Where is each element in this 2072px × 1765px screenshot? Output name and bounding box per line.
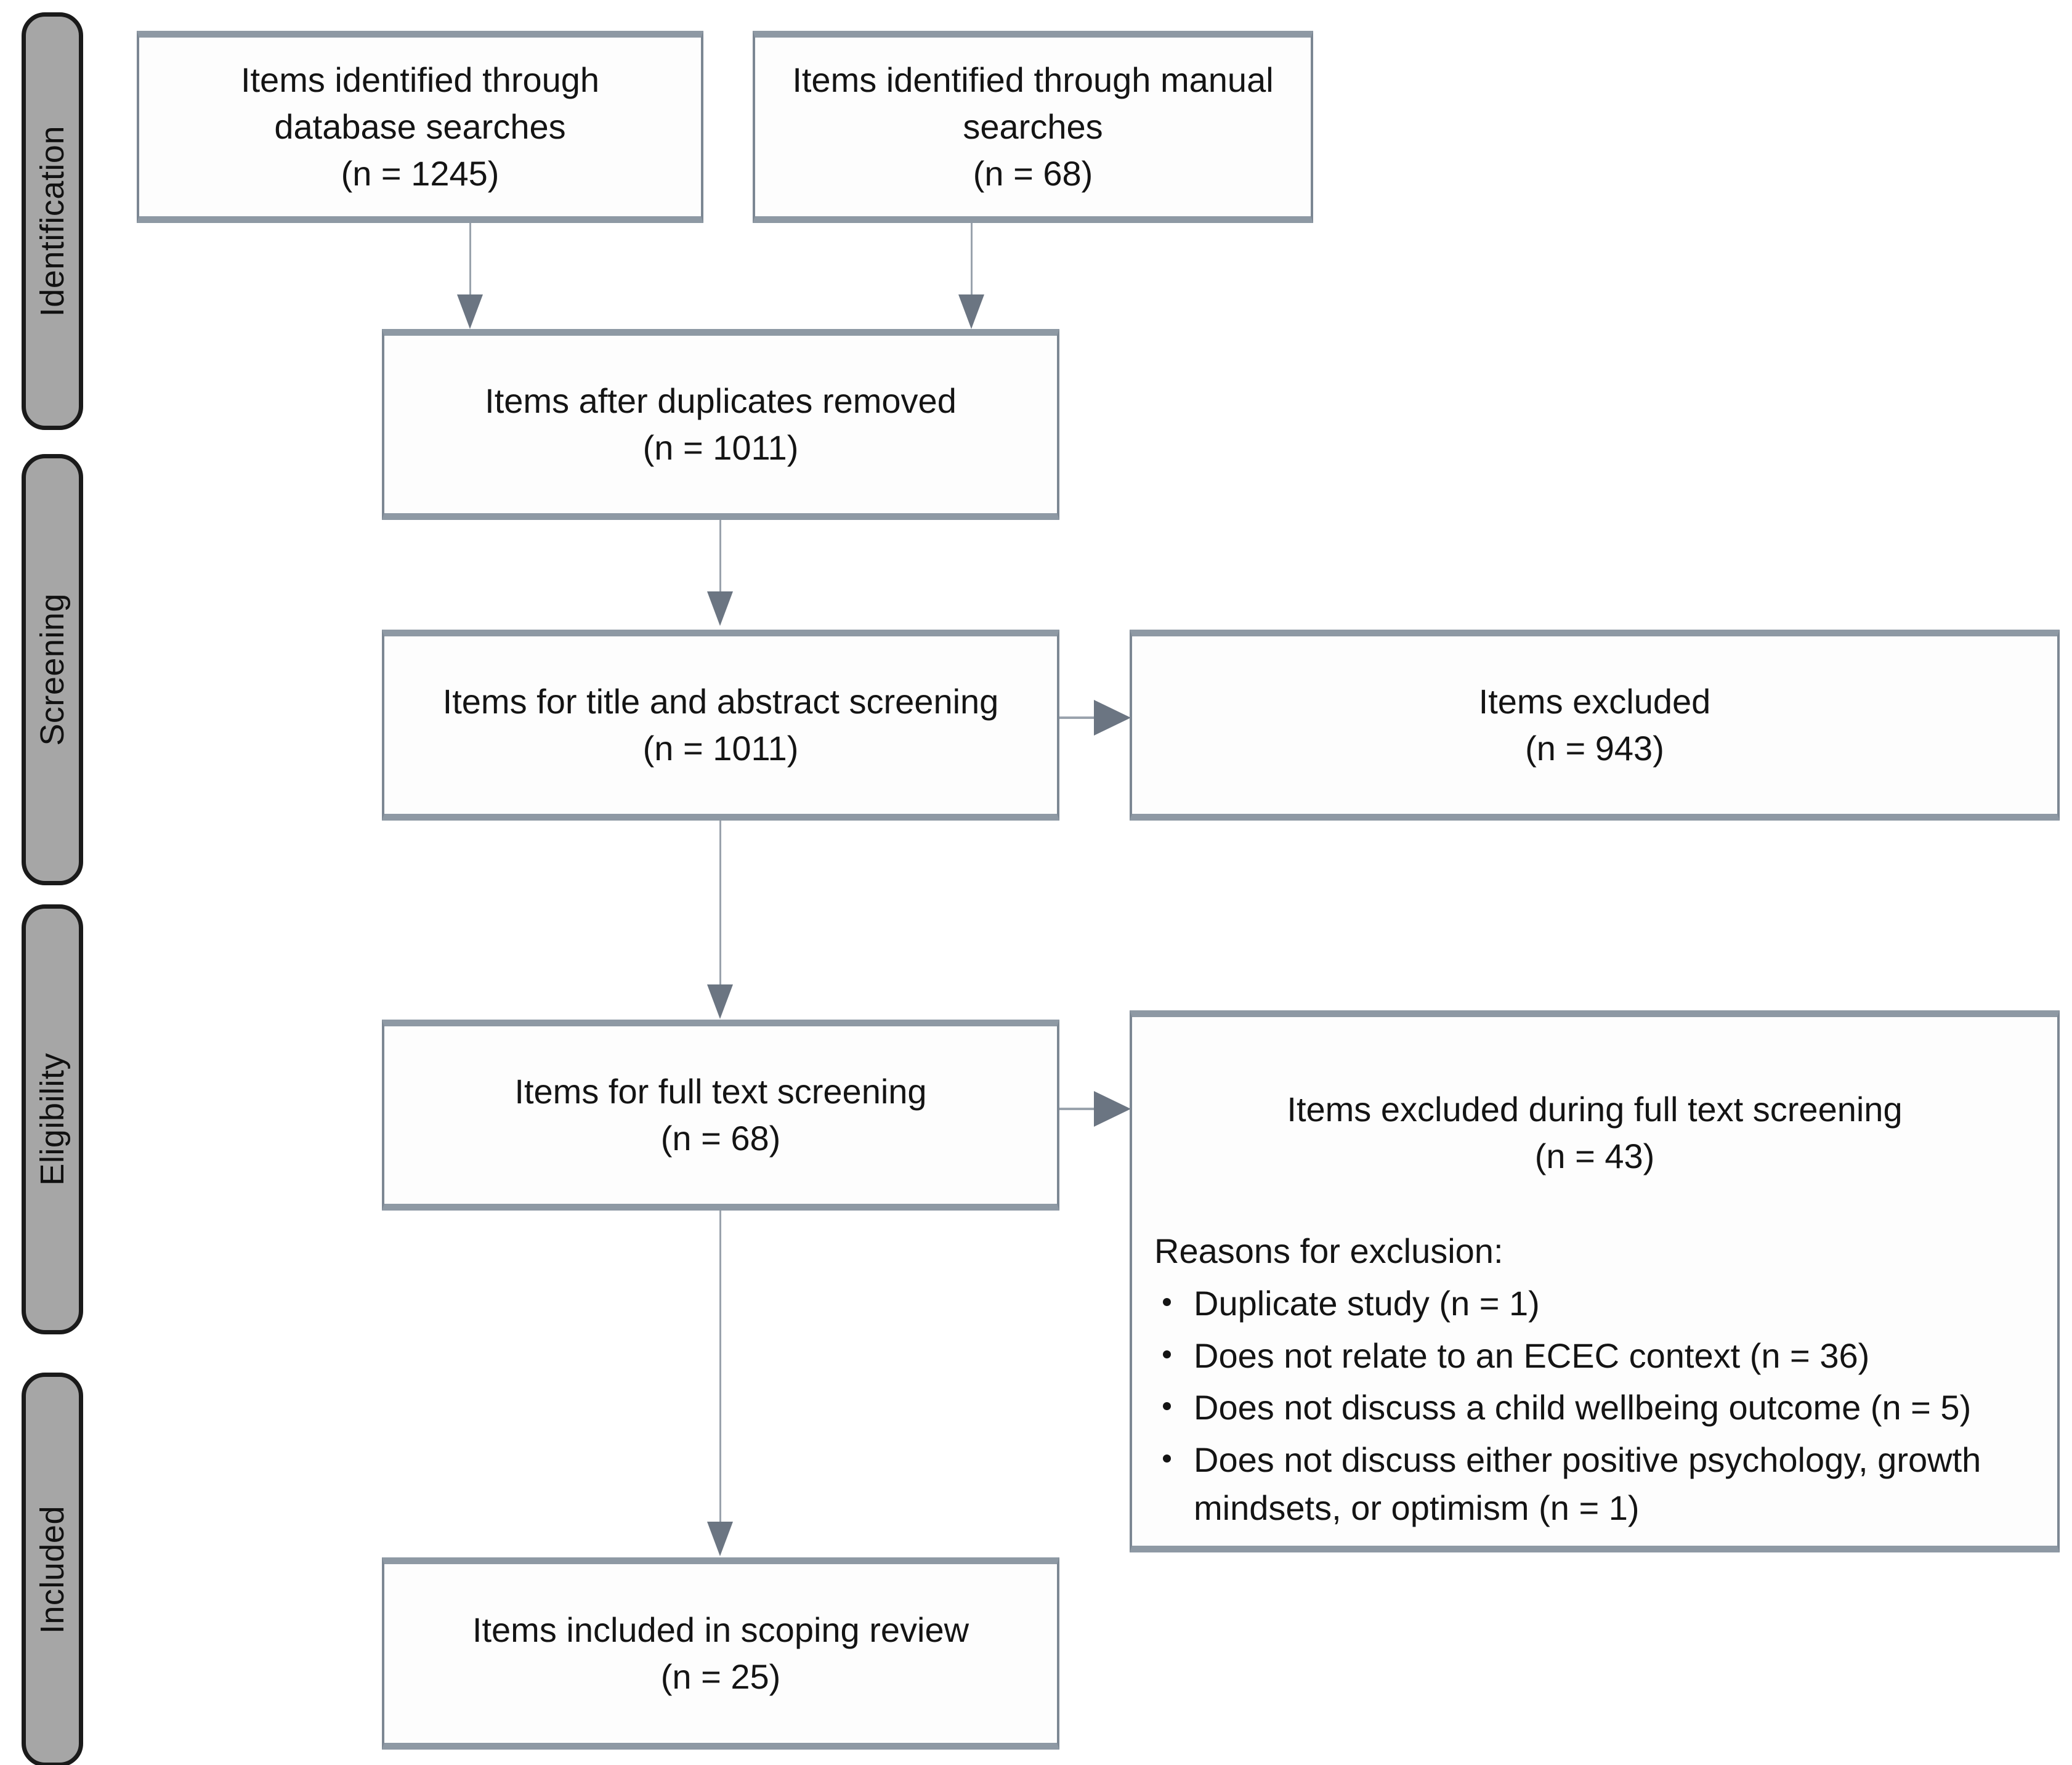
arrowhead-screening-to-excluded xyxy=(1094,700,1131,736)
exclusion-reason-text: Does not relate to an ECEC context (n = … xyxy=(1194,1336,1870,1375)
arrowhead-manual-to-duplicates xyxy=(958,294,984,329)
box-database-searches: Items identified through database search… xyxy=(137,31,703,223)
box-title-abstract-screening-text: Items for title and abstract screening xyxy=(442,681,999,721)
stage-label-eligibility: Eligibility xyxy=(34,1053,71,1186)
box-included-scoping-review-text: Items included in scoping review xyxy=(472,1610,969,1649)
stage-band-eligibility: Eligibility xyxy=(22,904,83,1334)
exclusion-reason-text: Does not discuss either positive psychol… xyxy=(1194,1440,1981,1528)
box-manual-searches: Items identified through manual searches… xyxy=(753,31,1313,223)
box-included-scoping-review-count: (n = 25) xyxy=(660,1657,781,1696)
stage-band-screening: Screening xyxy=(22,454,83,885)
bullet-icon xyxy=(1163,1454,1171,1463)
exclusion-reasons-title: Reasons for exclusion: xyxy=(1154,1231,1503,1271)
box-excluded-full-text: Items excluded during full text screenin… xyxy=(1130,1010,2060,1552)
connector-database-to-duplicates xyxy=(469,223,471,309)
box-excluded-full-text-text: Items excluded during full text screenin… xyxy=(1287,1090,1903,1129)
bullet-icon xyxy=(1163,1298,1171,1307)
box-manual-searches-count: (n = 68) xyxy=(973,154,1093,193)
box-items-excluded-count: (n = 943) xyxy=(1525,729,1664,768)
connector-screening-to-excluded xyxy=(1059,716,1096,719)
stage-band-identification: Identification xyxy=(22,12,83,430)
box-duplicates-removed-count: (n = 1011) xyxy=(642,428,799,467)
box-full-text-screening-text: Items for full text screening xyxy=(514,1071,927,1111)
box-database-searches-text: Items identified through database search… xyxy=(240,60,600,146)
stage-label-identification: Identification xyxy=(34,125,71,317)
exclusion-reason-item: Does not relate to an ECEC context (n = … xyxy=(1154,1332,2057,1380)
box-items-excluded-text: Items excluded xyxy=(1478,681,1711,721)
box-full-text-screening-count: (n = 68) xyxy=(660,1119,781,1158)
arrowhead-duplicates-to-screening xyxy=(707,591,733,626)
exclusion-reason-item: Duplicate study (n = 1) xyxy=(1154,1280,2057,1328)
bullet-icon xyxy=(1163,1350,1171,1358)
stage-label-included: Included xyxy=(34,1505,71,1634)
arrowhead-fulltext-to-excluded-reasons xyxy=(1094,1091,1131,1127)
exclusion-reasons-block: Reasons for exclusion: Duplicate study (… xyxy=(1154,1228,2057,1536)
bullet-icon xyxy=(1163,1402,1171,1411)
box-duplicates-removed: Items after duplicates removed (n = 1011… xyxy=(382,329,1059,520)
arrowhead-fulltext-to-included xyxy=(707,1522,733,1556)
connector-manual-to-duplicates xyxy=(971,223,973,309)
connector-screening-to-fulltext xyxy=(719,821,721,993)
connector-fulltext-to-excluded-reasons xyxy=(1059,1108,1096,1110)
exclusion-reason-item: Does not discuss a child wellbeing outco… xyxy=(1154,1384,2057,1432)
exclusion-reason-item: Does not discuss either positive psychol… xyxy=(1154,1436,2057,1533)
box-database-searches-count: (n = 1245) xyxy=(341,154,500,193)
box-excluded-full-text-count: (n = 43) xyxy=(1534,1137,1655,1176)
arrowhead-database-to-duplicates xyxy=(457,294,483,329)
exclusion-reasons-list: Duplicate study (n = 1) Does not relate … xyxy=(1154,1280,2057,1532)
exclusion-reason-text: Does not discuss a child wellbeing outco… xyxy=(1194,1388,1972,1427)
box-full-text-screening: Items for full text screening (n = 68) xyxy=(382,1020,1059,1211)
exclusion-reason-text: Duplicate study (n = 1) xyxy=(1194,1284,1540,1323)
stage-band-included: Included xyxy=(22,1373,83,1765)
connector-fulltext-to-included xyxy=(719,1211,721,1531)
box-title-abstract-screening-count: (n = 1011) xyxy=(642,729,799,768)
box-duplicates-removed-text: Items after duplicates removed xyxy=(485,381,957,420)
connector-duplicates-to-screening xyxy=(719,520,721,606)
stage-label-screening: Screening xyxy=(34,593,71,746)
arrowhead-screening-to-fulltext xyxy=(707,984,733,1019)
box-manual-searches-text: Items identified through manual searches xyxy=(792,60,1274,146)
excluded-full-text-header: Items excluded during full text screenin… xyxy=(1132,1086,2057,1180)
box-included-scoping-review: Items included in scoping review (n = 25… xyxy=(382,1557,1059,1750)
box-items-excluded: Items excluded (n = 943) xyxy=(1130,630,2060,821)
box-title-abstract-screening: Items for title and abstract screening (… xyxy=(382,630,1059,821)
